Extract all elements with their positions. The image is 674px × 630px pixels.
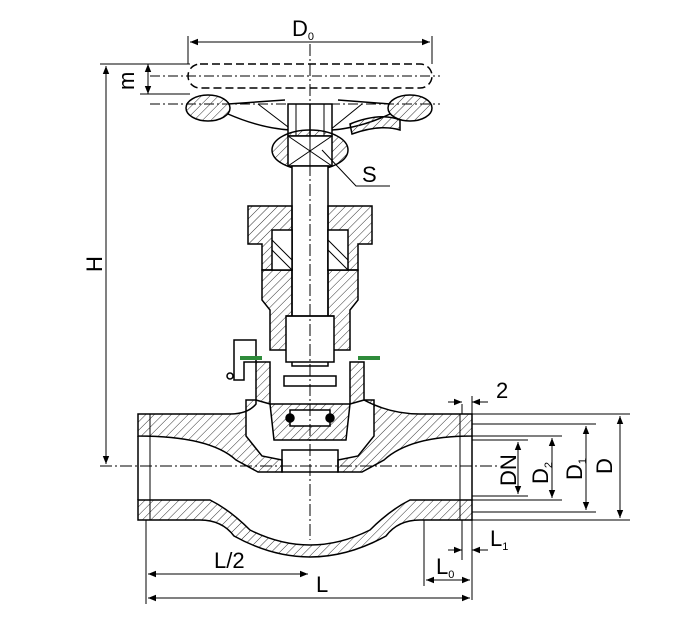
label-L-half: L/2 xyxy=(214,548,245,573)
body-right-upper xyxy=(337,399,473,473)
dimensions xyxy=(100,36,630,604)
label-D2: D2 xyxy=(528,462,555,484)
handwheel-rim-right xyxy=(387,94,433,122)
handwheel-top-edge xyxy=(227,99,391,105)
handwheel-spoke-section xyxy=(349,116,401,135)
handwheel-rim-left xyxy=(185,94,231,122)
dim-S-leader xyxy=(321,149,390,187)
label-L: L xyxy=(316,572,328,597)
label-D: D xyxy=(592,458,617,474)
center-lines xyxy=(100,44,500,540)
valve-body xyxy=(137,399,473,558)
handwheel-spoke-lines xyxy=(257,103,363,131)
body-lower xyxy=(137,499,473,558)
body-ends xyxy=(137,436,473,500)
flange-left-section xyxy=(255,361,271,405)
label-S: S xyxy=(362,162,377,187)
label-H: H xyxy=(82,256,107,272)
bonnet-flange xyxy=(226,339,380,405)
flange-right-section xyxy=(349,361,365,405)
label-DN: DN xyxy=(496,454,521,486)
label-D0: D0 xyxy=(292,16,314,43)
disc-ball-right xyxy=(325,413,335,423)
label-m: m xyxy=(114,72,139,90)
label-L1: L1 xyxy=(490,526,508,553)
socket-depth xyxy=(149,414,461,520)
label-D1: D1 xyxy=(562,458,589,480)
disc-ball-left xyxy=(285,413,295,423)
label-L0: L0 xyxy=(436,554,454,581)
label-2: 2 xyxy=(496,378,508,403)
handwheel xyxy=(150,63,440,135)
flange-bolt xyxy=(226,372,234,380)
packing-cross xyxy=(271,239,349,271)
body-left-upper xyxy=(137,399,283,473)
